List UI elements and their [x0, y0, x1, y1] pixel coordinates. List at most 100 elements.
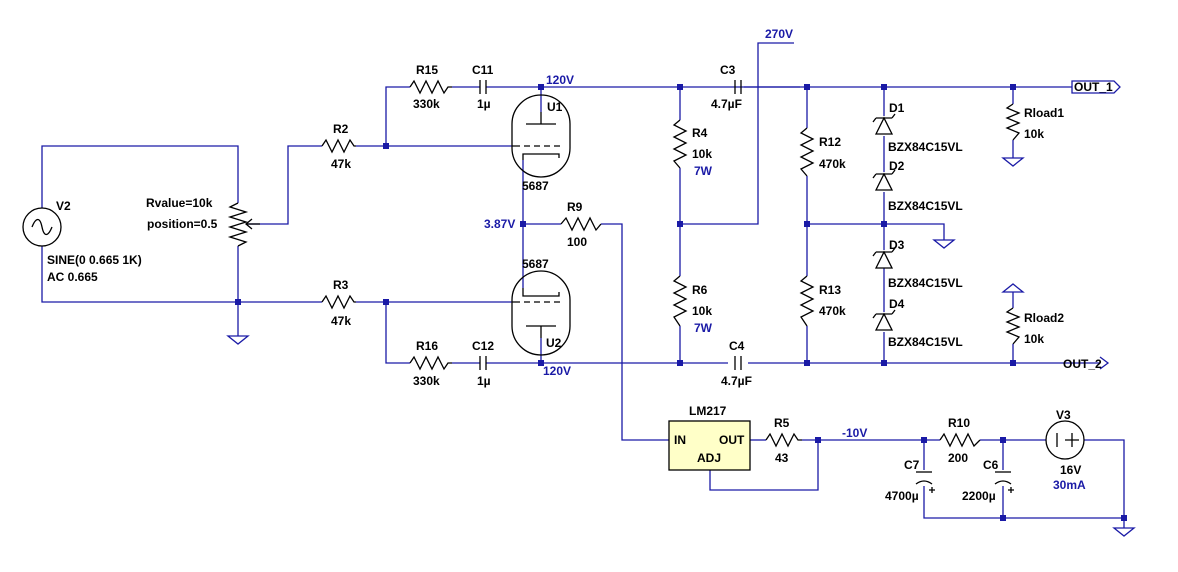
- c11-label: C11: [472, 63, 494, 77]
- c7-value: 4700µ: [885, 489, 919, 503]
- resistor-r10: R10 200: [939, 416, 981, 465]
- resistor-r3: R3 47k: [321, 278, 356, 328]
- r13-value: 470k: [819, 304, 846, 318]
- d3-model: BZX84C15VL: [888, 276, 963, 290]
- zener-d4: D4 BZX84C15VL: [872, 297, 963, 349]
- r9-value: 100: [567, 235, 587, 249]
- tube-u1: U1 5687: [511, 94, 571, 193]
- d1-model: BZX84C15VL: [888, 140, 963, 154]
- d4-model: BZX84C15VL: [888, 335, 963, 349]
- c7-label: C7: [904, 458, 920, 472]
- capacitor-c12: C12 1µ: [472, 339, 494, 388]
- potentiometer: Rvalue=10k position=0.5: [146, 196, 260, 247]
- r16-value: 330k: [413, 374, 440, 388]
- resistor-r12: R12 470k: [799, 127, 846, 177]
- d4-label: D4: [889, 297, 905, 311]
- u2-label: U2: [546, 336, 562, 350]
- junction-dots: [235, 84, 1127, 521]
- resistor-r6: R6 10k 7W: [672, 275, 713, 335]
- d3-label: D3: [889, 238, 905, 252]
- r6-label: R6: [692, 283, 708, 297]
- out2-label: OUT_2: [1063, 357, 1102, 371]
- source-v2: V2 SINE(0 0.665 1K) AC 0.665: [22, 199, 142, 284]
- r10-label: R10: [948, 416, 970, 430]
- ground-icon: [1001, 283, 1025, 302]
- resistor-r16: R16 330k: [409, 339, 452, 388]
- lm217-pin-adj: ADJ: [697, 451, 721, 465]
- wires: [41, 42, 1125, 528]
- v3-current: 30mA: [1053, 478, 1086, 492]
- r2-value: 47k: [331, 157, 351, 171]
- port-out2: OUT_2: [1060, 356, 1110, 371]
- regulator-lm217: LM217 IN OUT ADJ: [668, 404, 751, 471]
- r4-label: R4: [692, 126, 708, 140]
- c6-label: C6: [983, 458, 999, 472]
- v3-voltage: 16V: [1060, 463, 1081, 477]
- c12-value: 1µ: [477, 374, 491, 388]
- u2-model: 5687: [522, 257, 549, 271]
- r9-label: R9: [567, 200, 583, 214]
- r10-value: 200: [948, 451, 968, 465]
- capacitor-c7: C7 4700µ: [885, 458, 935, 503]
- c3-label: C3: [720, 63, 736, 77]
- r3-label: R3: [333, 278, 349, 292]
- ground-icon: [226, 335, 250, 345]
- source-v3: V3 16V 30mA: [1045, 408, 1086, 492]
- capacitor-c4: C4 4.7µF: [721, 339, 752, 388]
- resistor-r9: R9 100: [560, 200, 602, 249]
- resistor-r15: R15 330k: [409, 63, 452, 111]
- rload1-label: Rload1: [1024, 106, 1064, 120]
- rload1-value: 10k: [1024, 127, 1044, 141]
- u1-model: 5687: [522, 179, 549, 193]
- r6-power: 7W: [694, 321, 713, 335]
- pot-rvalue: Rvalue=10k: [146, 196, 213, 210]
- r13-label: R13: [819, 283, 841, 297]
- ground-icon: [1001, 157, 1025, 167]
- net-270v: 270V: [765, 27, 793, 41]
- capacitor-c11: C11 1µ: [472, 63, 494, 111]
- resistor-r4: R4 10k 7W: [672, 119, 713, 178]
- resistor-r5: R5 43: [765, 416, 802, 465]
- d2-label: D2: [889, 159, 905, 173]
- r5-label: R5: [774, 416, 790, 430]
- r15-value: 330k: [413, 97, 440, 111]
- rload2-value: 10k: [1024, 332, 1044, 346]
- ground-icon: [932, 239, 956, 249]
- c6-value: 2200µ: [962, 489, 996, 503]
- c12-label: C12: [472, 339, 494, 353]
- zener-d2: D2 BZX84C15VL: [872, 159, 963, 213]
- r3-value: 47k: [331, 314, 351, 328]
- zener-d1: D1 BZX84C15VL: [872, 101, 963, 154]
- r4-value: 10k: [692, 147, 712, 161]
- r16-label: R16: [416, 339, 438, 353]
- lm217-pin-out: OUT: [719, 433, 745, 447]
- c3-value: 4.7µF: [711, 97, 742, 111]
- resistor-r13: R13 470k: [799, 275, 846, 327]
- zener-d3: D3 BZX84C15VL: [872, 238, 963, 290]
- net-minus10v: -10V: [842, 426, 867, 440]
- net-3-87v: 3.87V: [484, 217, 515, 231]
- c4-value: 4.7µF: [721, 374, 752, 388]
- net-120v-bottom: 120V: [543, 364, 571, 378]
- resistor-rload1: Rload1 10k: [1005, 103, 1064, 141]
- d2-model: BZX84C15VL: [888, 199, 963, 213]
- port-out1: OUT_1: [1071, 80, 1121, 94]
- lm217-pin-in: IN: [674, 433, 686, 447]
- rload2-label: Rload2: [1024, 311, 1064, 325]
- r12-value: 470k: [819, 157, 846, 171]
- v3-label: V3: [1056, 408, 1071, 422]
- r6-value: 10k: [692, 304, 712, 318]
- r15-label: R15: [416, 63, 438, 77]
- capacitor-c3: C3 4.7µF: [711, 63, 742, 111]
- pot-position: position=0.5: [147, 217, 218, 231]
- lm217-label: LM217: [689, 404, 727, 418]
- out1-label: OUT_1: [1074, 80, 1113, 94]
- net-labels: 270V 120V 120V 3.87V -10V: [484, 27, 867, 440]
- capacitor-c6: C6 2200µ: [962, 458, 1014, 503]
- ground-icon: [1112, 527, 1136, 537]
- source-v2-spec1: SINE(0 0.665 1K): [47, 253, 142, 267]
- c11-value: 1µ: [477, 97, 491, 111]
- d1-label: D1: [889, 101, 905, 115]
- r5-value: 43: [775, 451, 789, 465]
